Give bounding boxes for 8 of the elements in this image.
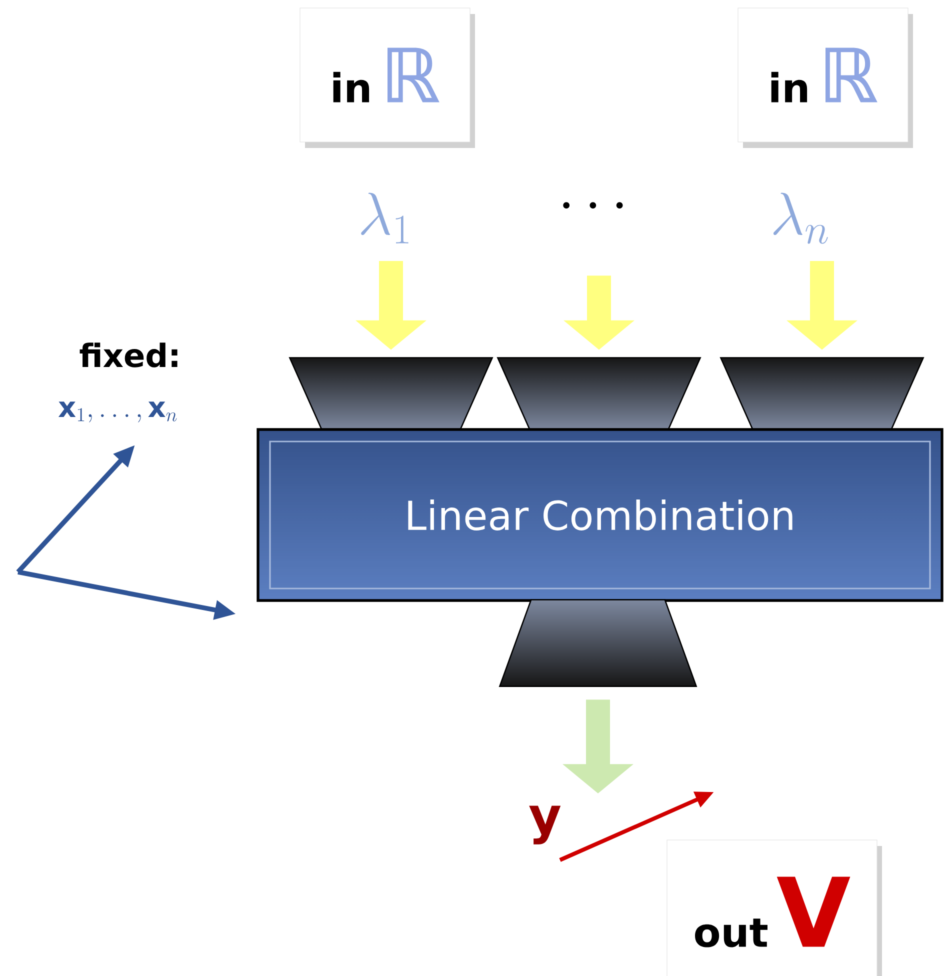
math-symbol: $\mathbf{y}$	[529, 806, 561, 844]
value-card: in ℝ	[300, 8, 475, 148]
math-symbol: $\lambda_n$	[773, 192, 828, 244]
value-card: in ℝ	[738, 8, 913, 148]
formula-label: $\mathbf{x}_1,\dots,\mathbf{x}_n$	[58, 402, 177, 422]
math-symbol: $\cdots$	[563, 202, 623, 209]
math-symbol: $\lambda_1$	[361, 192, 408, 244]
heading-label: fixed:	[80, 342, 178, 368]
